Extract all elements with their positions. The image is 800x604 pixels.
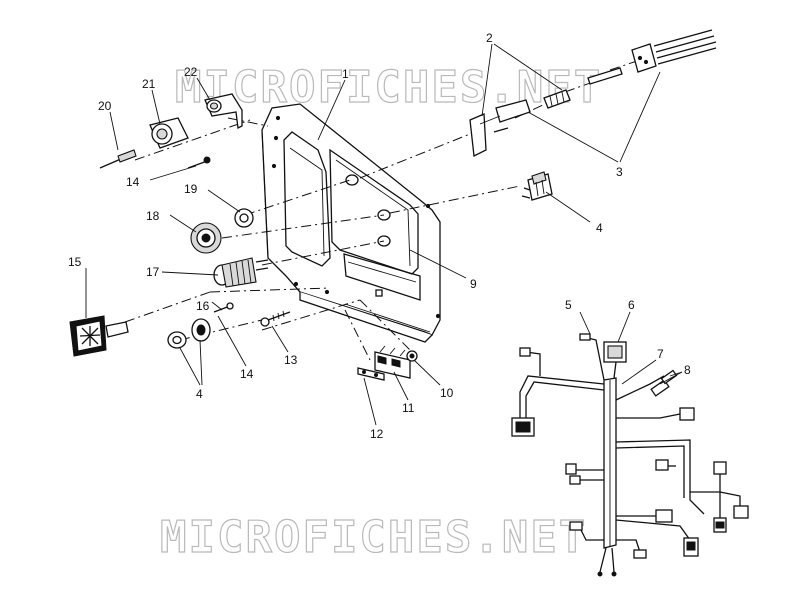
callout-11: 11 bbox=[402, 401, 415, 415]
part-14-screw-upper bbox=[187, 156, 211, 169]
callout-1: 1 bbox=[342, 67, 349, 81]
panel-slot bbox=[375, 289, 383, 297]
callout-6: 6 bbox=[628, 298, 635, 312]
callout-20: 20 bbox=[98, 99, 112, 113]
part-17-ignition-switch bbox=[213, 257, 269, 288]
callout-16: 16 bbox=[196, 299, 210, 313]
callout-7: 7 bbox=[657, 347, 664, 361]
dash-panel bbox=[261, 103, 441, 343]
watermark-top: MICROFICHES.NET bbox=[175, 62, 602, 113]
part-16-screw bbox=[213, 302, 234, 313]
callout-21: 21 bbox=[142, 77, 156, 91]
callout-17: 17 bbox=[146, 265, 160, 279]
wiring-harness bbox=[511, 333, 749, 577]
callout-13: 13 bbox=[284, 353, 298, 367]
callout-15: 15 bbox=[68, 255, 82, 269]
callout-19: 19 bbox=[184, 182, 198, 196]
part-2-switch-assembly bbox=[469, 67, 623, 157]
callout-12: 12 bbox=[370, 427, 384, 441]
watermark-bottom: MICROFICHES.NET bbox=[160, 512, 587, 563]
callout-9: 9 bbox=[470, 277, 477, 291]
callout-18: 18 bbox=[146, 209, 160, 223]
part-19-washer bbox=[234, 208, 254, 228]
part-15-key bbox=[69, 315, 129, 357]
callout-14-upper: 14 bbox=[126, 175, 140, 189]
leader-lines bbox=[85, 43, 683, 426]
part-21-socket bbox=[149, 117, 189, 149]
part-13-screw bbox=[260, 310, 291, 327]
part-20-bulb bbox=[99, 149, 137, 169]
callout-3: 3 bbox=[616, 165, 623, 179]
part-12-plate bbox=[357, 367, 385, 381]
callout-22: 22 bbox=[184, 65, 198, 79]
callout-10: 10 bbox=[440, 386, 454, 400]
callout-4-lower: 4 bbox=[196, 387, 203, 401]
part-4-toggle-switch bbox=[521, 171, 553, 201]
part-3-connector bbox=[631, 29, 717, 73]
part-22-bracket bbox=[204, 93, 243, 129]
callout-labels: 1 2 3 4 4 5 6 7 8 9 10 11 12 13 14 14 15… bbox=[68, 31, 691, 441]
callout-14-lower: 14 bbox=[240, 367, 254, 381]
callout-8: 8 bbox=[684, 363, 691, 377]
callout-4-upper: 4 bbox=[596, 221, 603, 235]
part-10-nut bbox=[406, 350, 418, 362]
panel-hole bbox=[345, 174, 359, 186]
part-18-nut bbox=[190, 222, 222, 254]
callout-2: 2 bbox=[486, 31, 493, 45]
part-11-terminal-block bbox=[374, 345, 411, 379]
part-4-nut-bezel bbox=[167, 318, 211, 349]
callout-5: 5 bbox=[565, 298, 572, 312]
